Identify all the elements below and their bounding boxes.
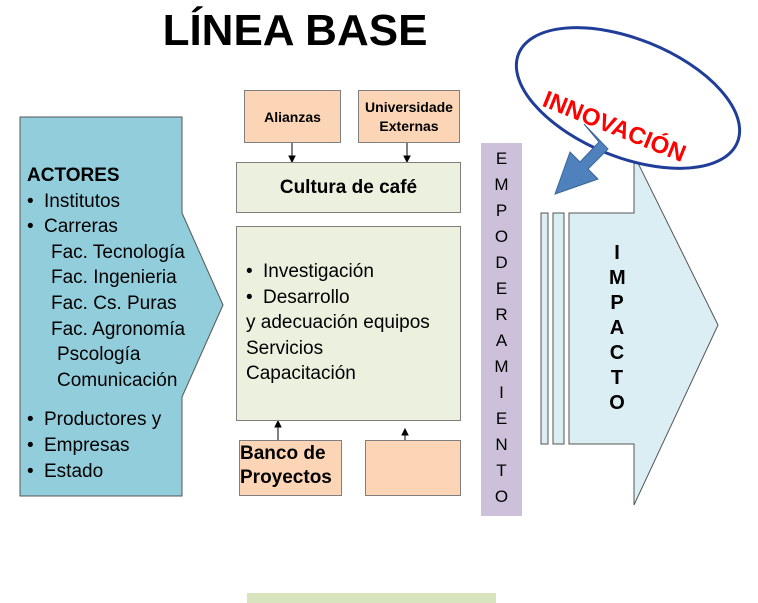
impacto-letter: A xyxy=(609,317,625,339)
banco-box: Banco de Proyectos xyxy=(239,440,342,496)
empoderamiento-letter: O xyxy=(494,487,509,506)
empoderamiento-letter: E xyxy=(495,149,508,168)
impacto-letter: M xyxy=(609,267,626,289)
impacto-arrow xyxy=(568,154,719,506)
banco-label-line2: Proyectos xyxy=(240,467,332,488)
universidades-box: Universidade Externas xyxy=(358,90,460,143)
cultura-label: Cultura de café xyxy=(279,176,418,198)
impacto-letter: P xyxy=(610,292,624,314)
actores-item: Empresas xyxy=(27,433,185,459)
empoderamiento-letter: N xyxy=(495,435,508,454)
empoderamiento-letter: E xyxy=(495,279,508,298)
impacto-letter: T xyxy=(610,367,624,389)
actores-item: Institutos xyxy=(27,189,185,215)
actores-list: ACTORES Institutos Carreras Fac. Tecnolo… xyxy=(27,163,185,484)
actores-item: Estado xyxy=(27,459,185,485)
actores-item: Carreras xyxy=(27,214,185,240)
empoderamiento-letter: M xyxy=(494,357,509,376)
alianzas-label: Alianzas xyxy=(264,108,321,125)
empoderamiento-letter: M xyxy=(494,175,509,194)
empoderamiento-letter: R xyxy=(495,305,508,324)
actores-item: Fac. Tecnología xyxy=(51,241,185,263)
center-box: Investigación Desarrollo y adecuación eq… xyxy=(236,226,461,421)
page-title: LÍNEA BASE xyxy=(162,6,428,55)
empoderamiento-letter: A xyxy=(495,331,508,350)
footer-bar xyxy=(247,593,496,603)
blue-arrow-icon xyxy=(554,123,609,195)
actores-item: Pscología xyxy=(57,344,141,366)
actores-item: Fac. Agronomía xyxy=(51,318,186,340)
actores-item: Fac. Cs. Puras xyxy=(51,292,177,314)
universidades-label-line1: Universidade xyxy=(365,98,453,115)
center-item: Servicios xyxy=(246,337,324,359)
impacto-letter: I xyxy=(614,242,620,264)
actores-item: Productores y xyxy=(27,407,185,433)
empoderamiento-letter: O xyxy=(494,227,509,246)
alianzas-box: Alianzas xyxy=(244,90,341,143)
actores-item: Fac. Ingenieria xyxy=(51,267,177,289)
cultura-box: Cultura de café xyxy=(236,162,461,213)
empoderamiento-letter: I xyxy=(499,383,504,402)
empoderamiento-letter: D xyxy=(495,253,508,272)
center-item: y adecuación equipos xyxy=(246,312,430,334)
center-item: Capacitación xyxy=(246,363,356,385)
empoderamiento-letter: T xyxy=(496,461,507,480)
center-item: Investigación xyxy=(246,259,460,285)
impact-strip-2 xyxy=(552,212,565,445)
empty-box xyxy=(365,440,461,496)
impacto-letter: C xyxy=(609,342,625,364)
center-item: Desarrollo xyxy=(246,285,460,311)
empoderamiento-letter: P xyxy=(495,201,508,220)
empoderamiento-bar: E M P O D E R A M I E N T O xyxy=(481,143,522,516)
banco-label-line1: Banco de xyxy=(240,443,326,464)
universidades-label-line2: Externas xyxy=(379,117,439,134)
actores-item: Comunicación xyxy=(57,369,178,391)
empoderamiento-letter: E xyxy=(495,409,508,428)
impact-strip-1 xyxy=(540,212,549,445)
innovacion-ellipse xyxy=(514,26,742,170)
impacto-letter: O xyxy=(609,392,625,414)
actores-heading: ACTORES xyxy=(27,165,120,186)
